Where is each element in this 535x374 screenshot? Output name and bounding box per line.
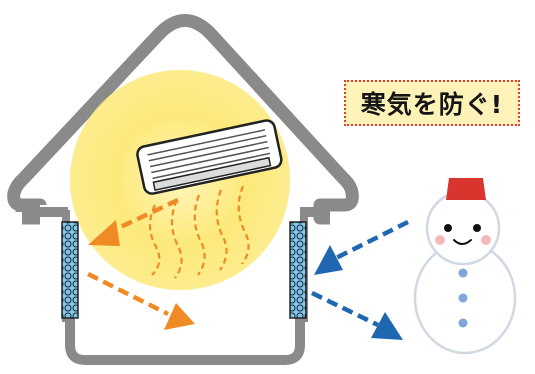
caption-box: 寒気を防ぐ! <box>344 80 520 126</box>
snowman-mouth <box>453 239 472 245</box>
caption-text: 寒気を防ぐ! <box>360 90 504 119</box>
warm-air-lines <box>148 185 250 279</box>
warm-arrow-reflect <box>88 197 179 246</box>
cold-arrow-incoming <box>311 290 403 340</box>
air-conditioner-icon <box>136 119 283 195</box>
snowman-eye-left <box>444 224 452 232</box>
house-outline <box>7 14 359 225</box>
snowman-hat <box>446 178 486 200</box>
snowman-icon <box>413 178 517 355</box>
house-floor <box>65 318 305 365</box>
insulation-panel-icon <box>289 221 307 319</box>
cold-arrow-blocked <box>314 219 410 275</box>
insulation-panel-icon <box>61 221 79 319</box>
snowman-eye-right <box>473 224 481 232</box>
warm-arrow-down <box>86 271 195 330</box>
